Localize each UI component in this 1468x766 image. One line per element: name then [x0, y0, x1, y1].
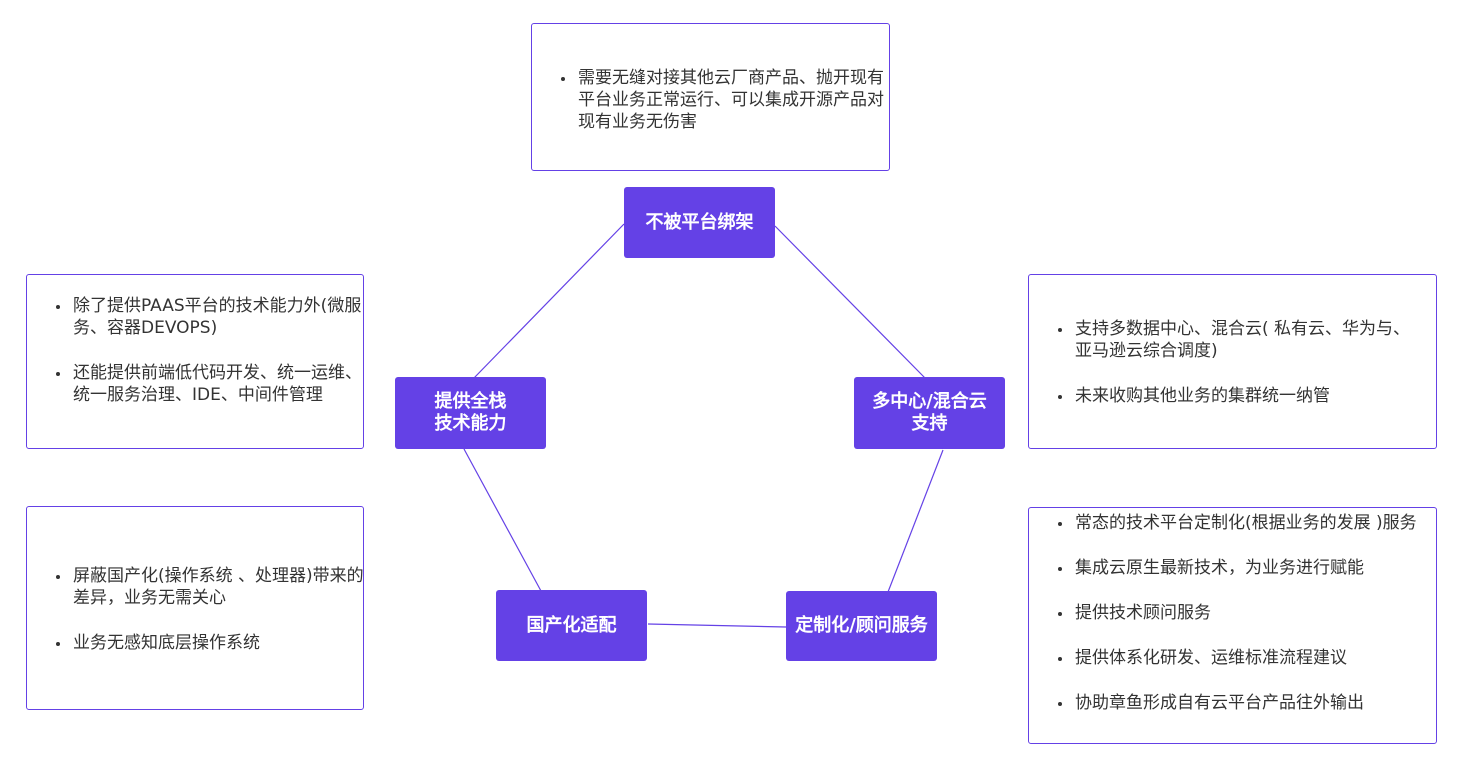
card-left: 除了提供PAAS平台的技术能力外(微服务、容器DEVOPS) 还能提供前端低代码… [26, 274, 364, 449]
link-right-bottomright [887, 449, 944, 593]
card-bottom-right: 常态的技术平台定制化(根据业务的发展 )服务 集成云原生最新技术，为业务进行赋能… [1028, 507, 1437, 744]
card-bottom-left: 屏蔽国产化(操作系统 、处理器)带来的差异，业务无需关心 业务无感知底层操作系统 [26, 506, 364, 710]
link-bottomright-bottomleft [647, 623, 787, 628]
card-right: 支持多数据中心、混合云( 私有云、华为与、亚马逊云综合调度) 未来收购其他业务的… [1028, 274, 1437, 449]
card-top-item: 需要无缝对接其他云厂商产品、抛开现有平台业务正常运行、可以集成开源产品对现有业务… [558, 67, 890, 133]
node-left[interactable]: 提供全栈 技术能力 [395, 377, 546, 449]
link-bottomleft-left [463, 448, 542, 592]
card-bottom-right-item: 提供体系化研发、运维标准流程建议 [1055, 647, 1427, 669]
card-bottom-right-item: 集成云原生最新技术，为业务进行赋能 [1055, 557, 1427, 579]
node-bottom-right[interactable]: 定制化/顾问服务 [786, 591, 937, 661]
card-top: 需要无缝对接其他云厂商产品、抛开现有平台业务正常运行、可以集成开源产品对现有业务… [531, 23, 890, 171]
card-bottom-left-item: 屏蔽国产化(操作系统 、处理器)带来的差异，业务无需关心 [53, 565, 365, 609]
card-bottom-right-item: 协助章鱼形成自有云平台产品往外输出 [1055, 692, 1427, 714]
card-right-item: 未来收购其他业务的集群统一纳管 [1055, 385, 1415, 407]
link-top-right [774, 225, 926, 379]
link-left-top [473, 223, 625, 379]
node-bottom-left[interactable]: 国产化适配 [496, 590, 647, 661]
card-bottom-right-item: 常态的技术平台定制化(根据业务的发展 )服务 [1055, 512, 1427, 534]
card-bottom-left-item: 业务无感知底层操作系统 [53, 632, 365, 654]
card-bottom-right-item: 提供技术顾问服务 [1055, 602, 1427, 624]
card-right-item: 支持多数据中心、混合云( 私有云、华为与、亚马逊云综合调度) [1055, 318, 1415, 362]
node-top[interactable]: 不被平台绑架 [624, 187, 775, 258]
node-right[interactable]: 多中心/混合云 支持 [854, 377, 1005, 449]
card-left-item: 除了提供PAAS平台的技术能力外(微服务、容器DEVOPS) [53, 295, 365, 339]
card-left-item: 还能提供前端低代码开发、统一运维、统一服务治理、IDE、中间件管理 [53, 362, 365, 406]
